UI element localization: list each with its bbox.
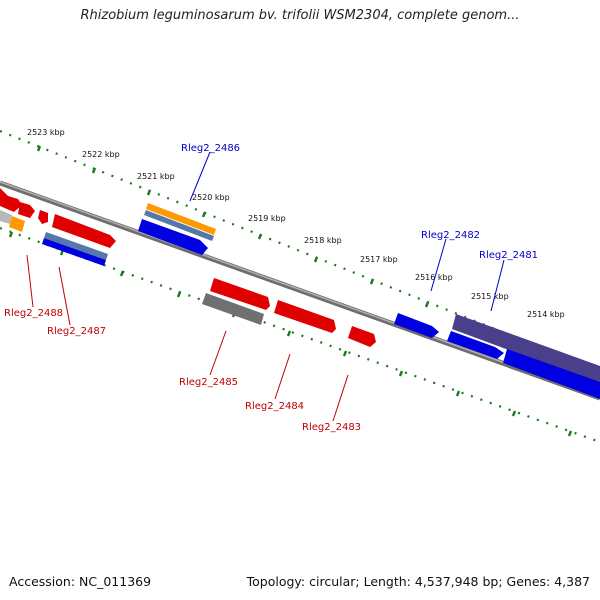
gene-feature	[348, 326, 376, 347]
gene-label-rleg2-2486: Rleg2_2486	[181, 143, 240, 154]
gene-feature	[146, 203, 216, 235]
reverse-genes	[0, 210, 376, 347]
tick-label-2515: 2515 kbp	[471, 292, 509, 301]
gene-label-rleg2-2483: Rleg2_2483	[302, 422, 361, 433]
gene-feature	[138, 219, 208, 255]
map-title: Rhizobium leguminosarum bv. trifolii WSM…	[80, 8, 520, 23]
gene-labels: Rleg2_2488 Rleg2_2487 Rleg2_2486 Rleg2_2…	[4, 143, 538, 433]
gene-feature	[144, 210, 214, 241]
gene-feature	[274, 300, 336, 333]
gene-label-rleg2-2487: Rleg2_2487	[47, 326, 106, 337]
tick-label-2523: 2523 kbp	[27, 128, 65, 137]
gene-feature	[38, 210, 48, 224]
gene-feature	[447, 331, 504, 359]
gene-feature	[0, 210, 12, 224]
gene-feature	[9, 216, 25, 232]
gene-label-rleg2-2485: Rleg2_2485	[179, 377, 238, 388]
gene-leader-lines	[26, 151, 505, 422]
ruler-tick-labels: 2523 kbp 2522 kbp 2521 kbp 2520 kbp 2519…	[27, 128, 565, 319]
genome-backbone	[0, 180, 600, 401]
forward-genes	[0, 188, 600, 399]
inner-ruler-dots	[0, 226, 600, 444]
accession-text: Accession: NC_011369	[9, 574, 152, 589]
gene-feature	[42, 238, 106, 266]
gene-feature	[18, 202, 35, 218]
tick-label-2520: 2520 kbp	[192, 193, 230, 202]
tick-label-2521: 2521 kbp	[137, 172, 175, 181]
gene-feature	[394, 313, 439, 338]
gene-label-rleg2-2482: Rleg2_2482	[421, 230, 480, 241]
gene-label-rleg2-2488: Rleg2_2488	[4, 308, 63, 319]
tick-label-2517: 2517 kbp	[360, 255, 398, 264]
gene-feature	[452, 314, 600, 384]
tick-label-2519: 2519 kbp	[248, 214, 286, 223]
tick-label-2514: 2514 kbp	[527, 310, 565, 319]
gene-feature	[503, 349, 600, 399]
gene-feature	[52, 214, 116, 248]
gene-label-rleg2-2481: Rleg2_2481	[479, 250, 538, 261]
tick-label-2518: 2518 kbp	[304, 236, 342, 245]
topology-text: Topology: circular; Length: 4,537,948 bp…	[246, 574, 590, 589]
gene-feature	[0, 188, 22, 212]
tick-label-2522: 2522 kbp	[82, 150, 120, 159]
gene-feature	[210, 278, 270, 310]
gene-feature	[202, 293, 264, 325]
gene-feature	[44, 232, 108, 260]
tick-label-2516: 2516 kbp	[415, 273, 453, 282]
gene-label-rleg2-2484: Rleg2_2484	[245, 401, 304, 412]
